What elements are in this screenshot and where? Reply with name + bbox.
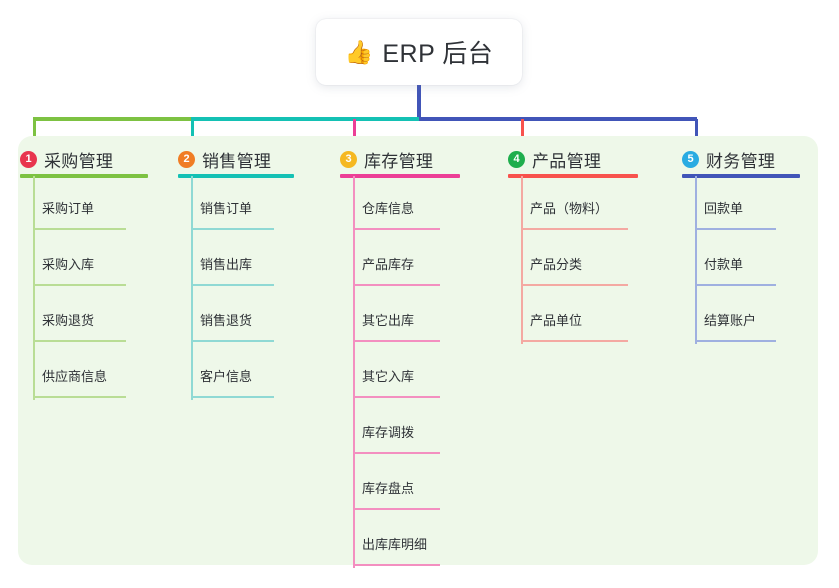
leaf-rule xyxy=(34,228,126,230)
leaf-rule xyxy=(522,228,628,230)
column-badge-2: 2 xyxy=(178,151,195,168)
leaf-label: 结算账户 xyxy=(704,313,757,328)
leaf-rule xyxy=(192,228,274,230)
leaf-label: 产品分类 xyxy=(530,257,583,272)
column-header-3[interactable]: 3 库存管理 xyxy=(340,147,433,172)
leaf-label: 其它入库 xyxy=(362,369,415,384)
leaf-label: 仓库信息 xyxy=(362,201,415,216)
column-rule-5 xyxy=(682,174,800,178)
leaf-rule xyxy=(354,396,440,398)
leaf-label: 库存盘点 xyxy=(362,481,415,496)
leaf-label: 其它出库 xyxy=(362,313,415,328)
column-header-1[interactable]: 1 采购管理 xyxy=(20,147,113,172)
leaf-label: 采购退货 xyxy=(42,313,95,328)
bus-segment-2 xyxy=(191,117,419,121)
leaf-label: 回款单 xyxy=(704,201,744,216)
leaf-rule xyxy=(34,284,126,286)
column-badge-3: 3 xyxy=(340,151,357,168)
column-title-5: 财务管理 xyxy=(706,152,776,171)
leaf-rule xyxy=(696,284,776,286)
leaf-label: 出库库明细 xyxy=(362,537,428,552)
column-badge-5: 5 xyxy=(682,151,699,168)
leaf-label: 采购入库 xyxy=(42,257,95,272)
leaf-rule xyxy=(696,340,776,342)
leaf-rule xyxy=(522,340,628,342)
leaf-label: 付款单 xyxy=(704,257,744,272)
leaf-rule xyxy=(192,340,274,342)
leaf-label: 产品（物料） xyxy=(530,201,609,216)
leaf-rule xyxy=(696,228,776,230)
column-title-3: 库存管理 xyxy=(364,152,434,171)
bus-segment-3 xyxy=(419,117,697,121)
leaf-rule xyxy=(354,284,440,286)
column-title-1: 采购管理 xyxy=(44,152,114,171)
leaf-rule xyxy=(354,228,440,230)
column-rule-3 xyxy=(340,174,460,178)
leaf-rule xyxy=(354,508,440,510)
column-badge-1: 1 xyxy=(20,151,37,168)
leaf-rule xyxy=(34,396,126,398)
thumbs-up-icon: 👍 xyxy=(344,38,374,65)
column-rule-4 xyxy=(508,174,638,178)
leaf-label: 销售出库 xyxy=(200,257,253,272)
leaf-rule xyxy=(354,564,440,566)
column-header-4[interactable]: 4 产品管理 xyxy=(508,147,601,172)
root-connector-drop xyxy=(417,85,421,121)
leaf-rule xyxy=(192,284,274,286)
leaf-label: 采购订单 xyxy=(42,201,95,216)
column-spine-4 xyxy=(521,176,523,344)
leaf-label: 客户信息 xyxy=(200,369,253,384)
leaf-label: 产品单位 xyxy=(530,313,583,328)
column-rule-1 xyxy=(20,174,148,178)
column-rule-2 xyxy=(178,174,294,178)
column-header-2[interactable]: 2 销售管理 xyxy=(178,147,271,172)
column-badge-4: 4 xyxy=(508,151,525,168)
diagram-panel: 1 采购管理采购订单采购入库采购退货供应商信息 2 销售管理销售订单销售出库销售退货客… xyxy=(18,136,818,568)
leaf-rule xyxy=(34,340,126,342)
root-title: ERP 后台 xyxy=(382,40,494,68)
bus-segment-1 xyxy=(33,117,191,121)
leaf-label: 供应商信息 xyxy=(42,369,108,384)
leaf-rule xyxy=(522,284,628,286)
root-title-card[interactable]: 👍 ERP 后台 xyxy=(316,19,522,85)
leaf-label: 销售退货 xyxy=(200,313,253,328)
leaf-label: 产品库存 xyxy=(362,257,415,272)
leaf-rule xyxy=(354,340,440,342)
column-spine-3 xyxy=(353,176,355,568)
column-spine-5 xyxy=(695,176,697,344)
column-spine-2 xyxy=(191,176,193,400)
column-header-5[interactable]: 5 财务管理 xyxy=(682,147,775,172)
column-spine-1 xyxy=(33,176,35,400)
column-title-4: 产品管理 xyxy=(532,152,602,171)
leaf-rule xyxy=(354,452,440,454)
leaf-label: 销售订单 xyxy=(200,201,253,216)
leaf-rule xyxy=(192,396,274,398)
column-title-2: 销售管理 xyxy=(202,152,272,171)
leaf-label: 库存调拨 xyxy=(362,425,415,440)
